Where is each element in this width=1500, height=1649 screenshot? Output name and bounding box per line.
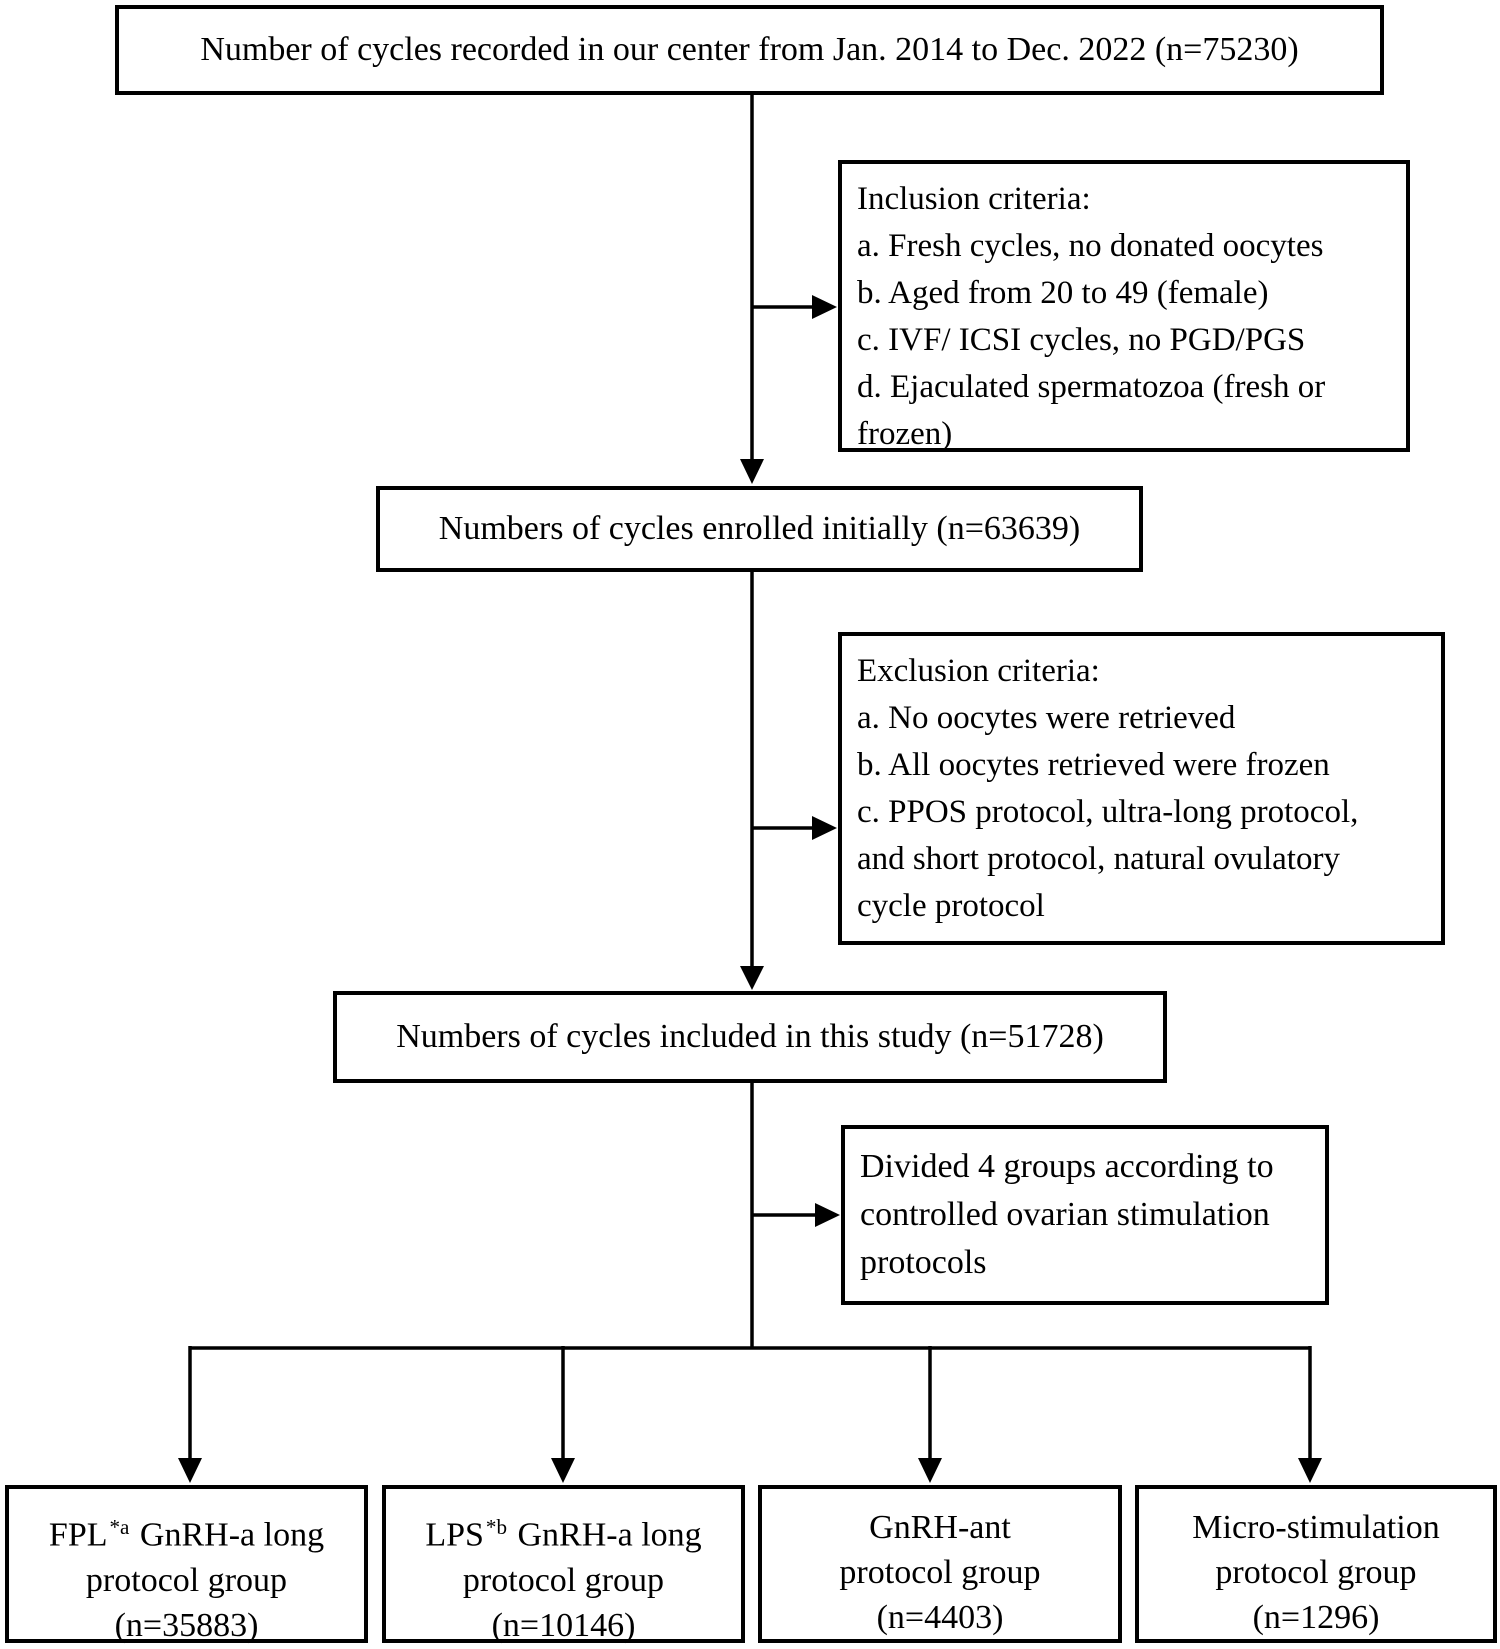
- group-gnrh-ant-line2: protocol group: [839, 1554, 1041, 1591]
- arrow-to-group-lps: [551, 1346, 575, 1483]
- exclusion-title: Exclusion criteria:: [857, 653, 1100, 689]
- group-fpl-line2: protocol group: [85, 1561, 288, 1599]
- group-micro-n: (n=1296): [1252, 1599, 1380, 1636]
- arrow-branch-to-inclusion: [752, 295, 837, 319]
- box-exclusion-criteria: Exclusion criteria: a. No oocytes were r…: [838, 632, 1445, 945]
- inclusion-item-d-wrap: frozen): [857, 416, 953, 452]
- inclusion-title: Inclusion criteria:: [857, 181, 1091, 217]
- group-micro-name: Micro-stimulation: [1192, 1509, 1440, 1546]
- arrow-to-group-gnrh-ant: [918, 1346, 942, 1483]
- group-lps-prefix: LPS: [425, 1516, 484, 1554]
- box-total-cycles: Number of cycles recorded in our center …: [115, 5, 1384, 95]
- group-lps-n: (n=10146): [491, 1606, 636, 1644]
- inclusion-item-a: a. Fresh cycles, no donated oocytes: [857, 228, 1324, 264]
- arrow-branch-to-exclusion: [752, 816, 837, 840]
- arrow-branch-to-divided: [752, 1203, 840, 1227]
- box-group-fpl: FPL*a GnRH-a long protocol group (n=3588…: [5, 1485, 368, 1644]
- group-lps-name: LPS*b GnRH-a long: [386, 1505, 741, 1558]
- box-divided-groups: Divided 4 groups according to controlled…: [841, 1125, 1329, 1305]
- group-fpl-n: (n=35883): [114, 1606, 259, 1644]
- exclusion-item-c: c. PPOS protocol, ultra-long protocol,: [857, 794, 1359, 830]
- included-text: Numbers of cycles included in this study…: [396, 1018, 1104, 1055]
- box-enrolled: Numbers of cycles enrolled initially (n=…: [376, 486, 1143, 572]
- inclusion-item-d: d. Ejaculated spermatozoa (fresh or: [857, 369, 1326, 405]
- group-fpl-name: FPL*a GnRH-a long: [9, 1505, 364, 1558]
- inclusion-item-c: c. IVF/ ICSI cycles, no PGD/PGS: [857, 322, 1306, 358]
- arrow-enrolled-to-included: [740, 572, 764, 990]
- exclusion-item-c-wrap1: and short protocol, natural ovulatory: [857, 841, 1340, 877]
- group-lps-line2: protocol group: [462, 1561, 665, 1599]
- arrow-total-to-enrolled: [740, 95, 764, 484]
- exclusion-item-a: a. No oocytes were retrieved: [857, 700, 1236, 736]
- group-fpl-prefix: FPL: [48, 1516, 108, 1554]
- box-group-gnrh-ant: GnRH-ant protocol group (n=4403): [758, 1485, 1122, 1643]
- total-cycles-text: Number of cycles recorded in our center …: [200, 31, 1299, 68]
- arrow-to-group-fpl: [178, 1346, 202, 1483]
- divided-line-1: Divided 4 groups according to: [860, 1148, 1274, 1185]
- box-included: Numbers of cycles included in this study…: [333, 991, 1167, 1083]
- enrolled-text: Numbers of cycles enrolled initially (n=…: [438, 510, 1081, 547]
- inclusion-item-b: b. Aged from 20 to 49 (female): [857, 275, 1269, 311]
- exclusion-item-b: b. All oocytes retrieved were frozen: [857, 747, 1330, 783]
- group-lps-rest: GnRH-a long: [509, 1516, 702, 1554]
- group-gnrh-ant-n: (n=4403): [876, 1599, 1004, 1636]
- group-gnrh-ant-name: GnRH-ant: [869, 1509, 1011, 1546]
- group-lps-superscript: *b: [485, 1515, 507, 1539]
- box-group-micro: Micro-stimulation protocol group (n=1296…: [1135, 1485, 1497, 1643]
- exclusion-item-c-wrap2: cycle protocol: [857, 888, 1045, 924]
- arrow-to-group-micro: [1298, 1346, 1322, 1483]
- divided-line-3: protocols: [860, 1244, 987, 1281]
- group-fpl-rest: GnRH-a long: [131, 1516, 325, 1554]
- group-micro-line2: protocol group: [1215, 1554, 1417, 1591]
- box-inclusion-criteria: Inclusion criteria: a. Fresh cycles, no …: [838, 160, 1410, 452]
- divided-line-2: controlled ovarian stimulation: [860, 1196, 1270, 1233]
- box-group-lps: LPS*b GnRH-a long protocol group (n=1014…: [382, 1485, 745, 1644]
- group-fpl-superscript: *a: [109, 1515, 130, 1539]
